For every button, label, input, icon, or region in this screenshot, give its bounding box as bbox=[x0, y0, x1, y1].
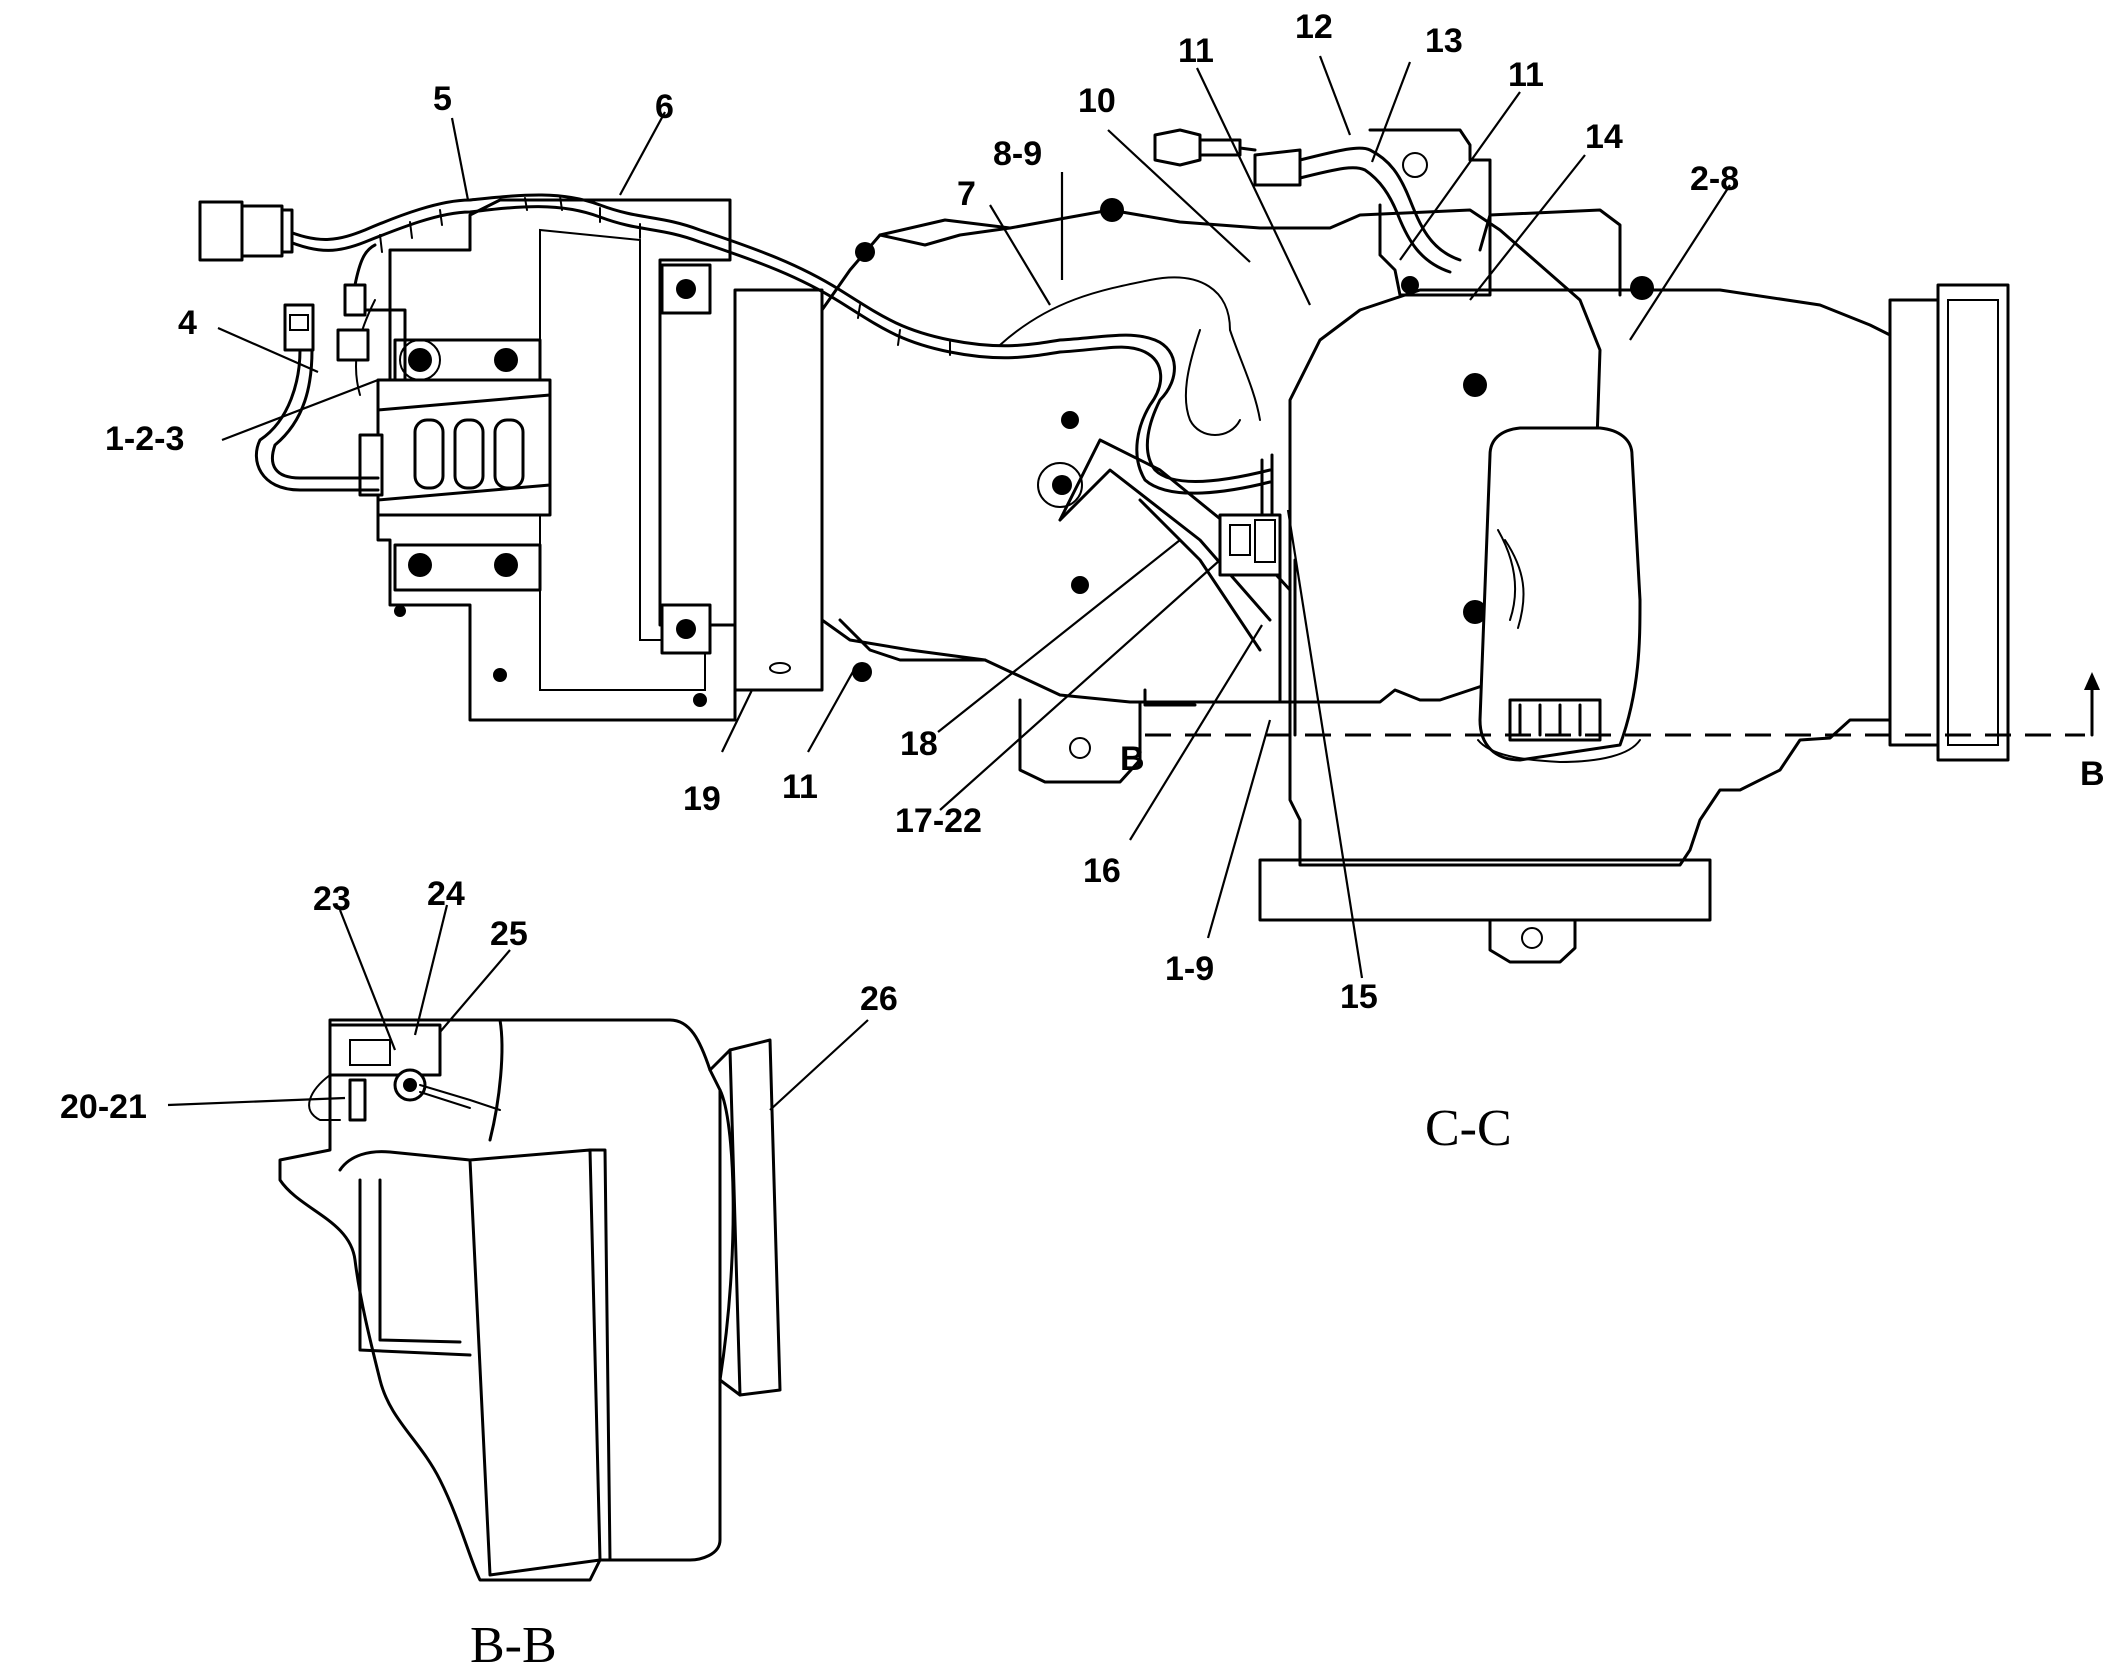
section-view-bb bbox=[278, 1018, 782, 1582]
label-25: 25 bbox=[490, 915, 528, 953]
label-11-top: 11 bbox=[1178, 32, 1214, 70]
left-connectors bbox=[198, 200, 441, 492]
plate-bolts bbox=[394, 263, 712, 707]
label-16: 16 bbox=[1083, 852, 1121, 890]
label-24: 24 bbox=[427, 875, 465, 913]
label-5: 5 bbox=[433, 80, 452, 118]
section-arrow-head bbox=[2084, 672, 2100, 690]
label-20-21: 20-21 bbox=[60, 1088, 147, 1126]
blower-outlet-flange bbox=[728, 1038, 782, 1397]
label-26: 26 bbox=[860, 980, 898, 1018]
outlet-duct bbox=[1258, 208, 2010, 964]
bottom-bracket bbox=[1018, 698, 1142, 784]
plate-tab-top bbox=[469, 199, 501, 251]
label-13: 13 bbox=[1425, 22, 1463, 60]
housing-lower-edge bbox=[838, 618, 987, 662]
label-1-9: 1-9 bbox=[1165, 950, 1214, 988]
housing-diagonal-rib-3 bbox=[1138, 498, 1262, 652]
outlet-collar bbox=[708, 1048, 742, 1397]
label-19: 19 bbox=[683, 780, 721, 818]
label-11-bottom: 11 bbox=[782, 768, 818, 806]
label-15: 15 bbox=[1340, 978, 1378, 1016]
filter-cartridge-19 bbox=[733, 288, 824, 692]
part-labels: 5 6 4 1-2-3 7 8-9 10 11 12 13 11 14 2-8 … bbox=[60, 8, 1739, 1126]
label-23: 23 bbox=[313, 880, 351, 918]
housing-upper-rib bbox=[878, 218, 1012, 237]
duct-elbow bbox=[338, 1150, 472, 1172]
label-7: 7 bbox=[957, 175, 976, 213]
label-14: 14 bbox=[1585, 118, 1623, 156]
outlet-curve bbox=[718, 1088, 735, 1382]
label-8-9: 8-9 bbox=[993, 135, 1042, 173]
actuator-assembly bbox=[1218, 453, 1297, 737]
housing-diagonal-rib-2 bbox=[1058, 468, 1272, 622]
label-18: 18 bbox=[900, 725, 938, 763]
housing-holes bbox=[1037, 198, 1124, 594]
top-controls bbox=[308, 1023, 501, 1122]
section-mark-b-left: B bbox=[1120, 740, 1145, 778]
label-12: 12 bbox=[1295, 8, 1333, 46]
label-4: 4 bbox=[178, 304, 197, 342]
motor-body bbox=[358, 378, 552, 517]
filter-mesh bbox=[468, 1148, 612, 1577]
view-title-b-b: B-B bbox=[470, 1617, 557, 1672]
central-housing bbox=[820, 208, 1602, 704]
label-2-8: 2-8 bbox=[1690, 160, 1739, 198]
lower-strap bbox=[393, 543, 542, 592]
blower-housing bbox=[278, 1018, 722, 1582]
section-mark-b-right: B bbox=[2080, 755, 2105, 793]
plate-tab-bottom bbox=[389, 539, 471, 606]
label-1-2-3: 1-2-3 bbox=[105, 420, 184, 458]
view-title-c-c: C-C bbox=[1425, 1100, 1512, 1157]
internal-duct bbox=[358, 1178, 472, 1357]
label-10: 10 bbox=[1078, 82, 1116, 120]
label-6: 6 bbox=[655, 88, 674, 126]
pipe-fitting-12 bbox=[1153, 128, 1492, 297]
label-11-right: 11 bbox=[1508, 56, 1544, 94]
main-assembly-view bbox=[198, 128, 2100, 964]
label-17-22: 17-22 bbox=[895, 802, 982, 840]
leader-lines bbox=[167, 55, 1731, 1111]
view-titles: B B C-C B-B bbox=[470, 740, 2105, 1672]
bracket-slot bbox=[1143, 688, 1197, 707]
blower-inner-edge bbox=[488, 1018, 504, 1142]
